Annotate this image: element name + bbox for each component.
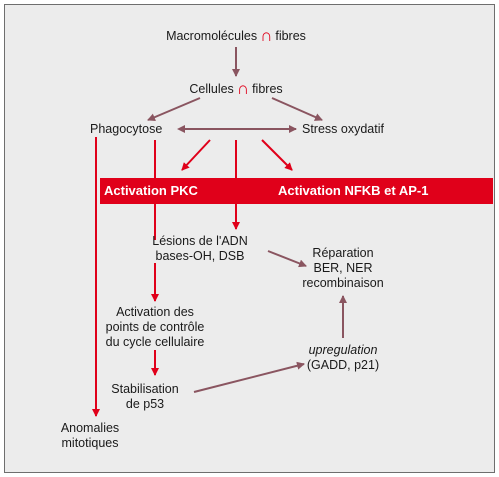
node-cellules: Cellules∩fibres [189,79,283,98]
activation-line-1: Activation des [116,305,194,319]
stabilisation-line-1: Stabilisation [111,382,179,396]
activation-band: Activation PKC Activation NFKB et AP-1 [100,178,493,204]
node-lesions-adn: Lésions de l'ADN bases-OH, DSB [152,234,248,264]
macro-text: Macromolécules [166,29,258,43]
activation-line-2: points de contrôle [105,320,205,334]
node-macromolecules: Macromolécules∩fibres [166,26,306,45]
node-phagocytose: Phagocytose [90,122,163,136]
intersection-symbol: ∩ [236,79,250,98]
arrow-to-band-right [261,139,293,171]
reparation-line-3: recombinaison [302,276,384,290]
activation-line-3: du cycle cellulaire [105,335,205,349]
node-reparation: Réparation BER, NER recombinaison [302,246,383,291]
intersection-symbol: ∩ [260,26,273,45]
node-activation-points: Activation des points de contrôle du cyc… [106,305,205,350]
arrow-lesions-reparation [267,250,307,268]
diagram-frame [4,4,495,473]
anomalies-line-1: Anomalies [60,421,120,435]
node-stabilisation-p53: Stabilisation de p53 [111,382,178,412]
arrow-cellules-stress [271,97,323,121]
activation-nfkb-label: Activation NFKB et AP-1 [278,183,429,198]
activation-pkc-label: Activation PKC [104,183,198,198]
cellules-text: Cellules [189,82,234,96]
upregulation-line-1: upregulation [308,343,378,357]
arrow-cellules-phagocytose [147,97,201,121]
reparation-line-1: Réparation [312,246,374,260]
lesions-line-2: bases-OH, DSB [155,249,245,263]
cellules-fibres-text: fibres [252,82,283,96]
lesions-line-1: Lésions de l'ADN [152,234,248,248]
arrow-to-band-left [181,139,211,171]
reparation-line-2: BER, NER [313,261,373,275]
node-stress-oxydatif: Stress oxydatif [302,122,384,136]
macro-fibres-text: fibres [275,29,306,43]
anomalies-line-2: mitotiques [61,436,119,450]
node-upregulation: upregulation (GADD, p21) [307,343,379,373]
arrow-stabilisation-upregulation [193,361,305,393]
upregulation-line-2: (GADD, p21) [306,358,380,372]
stabilisation-line-2: de p53 [125,397,165,411]
node-anomalies-mitotiques: Anomalies mitotiques [61,421,119,451]
